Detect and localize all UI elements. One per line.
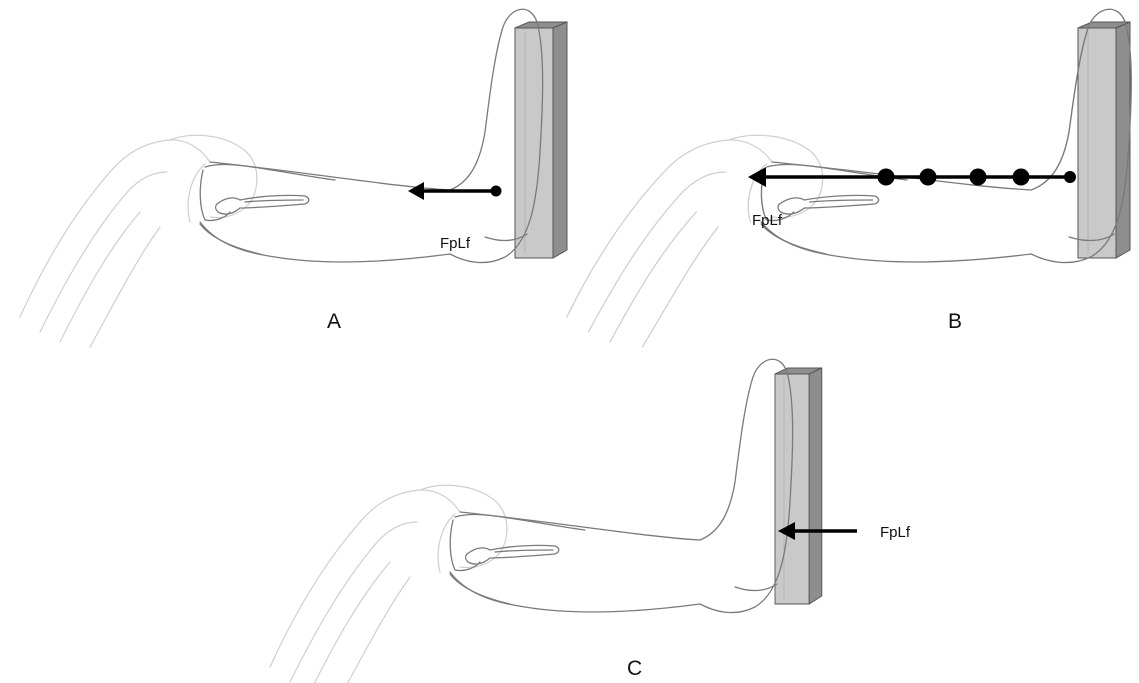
panel-b: FpLf B	[567, 9, 1131, 347]
force-label: FpLf	[752, 212, 783, 229]
panel-c: FpLf C	[270, 359, 911, 683]
point-marker	[1064, 171, 1076, 183]
force-arrow	[408, 182, 502, 200]
point-marker	[970, 169, 987, 186]
wall-plate	[1078, 22, 1130, 258]
panel-label: C	[627, 657, 642, 680]
panel-label: B	[948, 310, 962, 333]
point-marker	[878, 169, 895, 186]
wall-plate	[775, 368, 822, 604]
leg-illustration	[270, 359, 793, 683]
point-marker	[920, 169, 937, 186]
force-label: FpLf	[440, 235, 471, 252]
panel-label: A	[327, 310, 341, 333]
force-arrow	[748, 167, 1076, 187]
leg-illustration	[20, 9, 543, 347]
panel-a: FpLf A	[20, 9, 567, 347]
point-marker	[1013, 169, 1030, 186]
force-label: FpLf	[880, 524, 911, 541]
